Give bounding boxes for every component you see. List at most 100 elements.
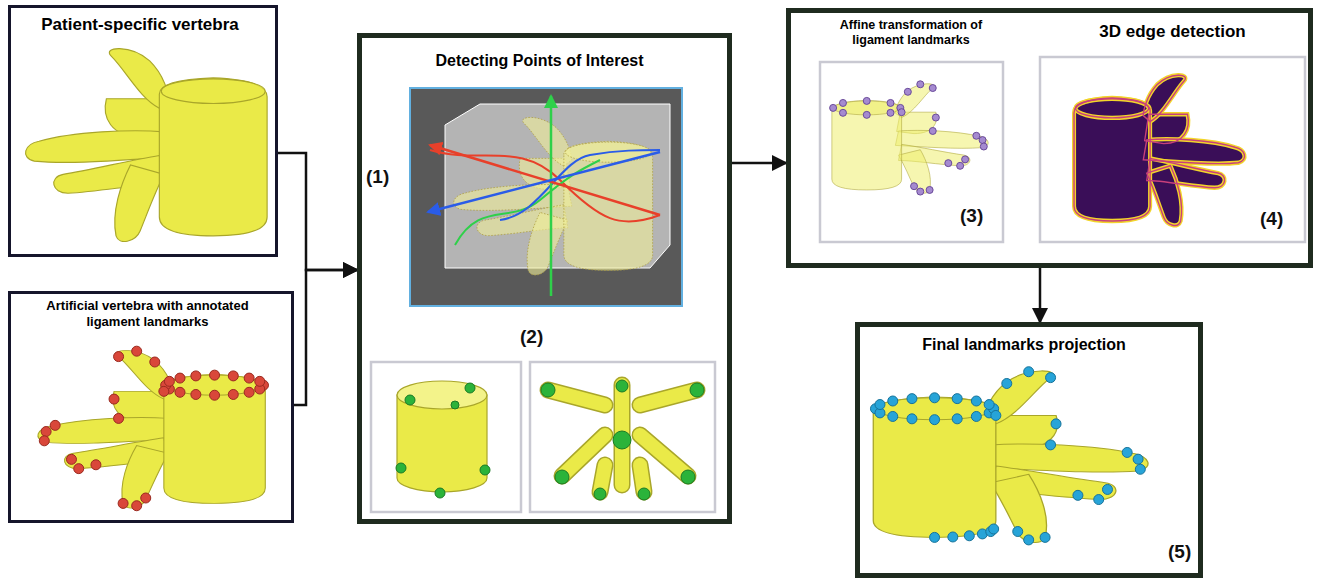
illustration-part: [614, 385, 631, 485]
landmark-dot: [980, 143, 987, 150]
flow-arrow: [732, 162, 786, 165]
flow-arrow: [294, 270, 357, 405]
panel-box: Final landmarks projection: [855, 322, 1203, 578]
landmark-dot: [255, 376, 265, 386]
illustration-part: [435, 488, 445, 498]
callout-number: (4): [1260, 208, 1283, 230]
landmark-dot: [952, 394, 962, 404]
landmark-dot: [930, 415, 940, 425]
landmark-dot: [973, 132, 980, 139]
illustration-part: [405, 395, 415, 405]
illustration-part: [548, 390, 605, 405]
illustration-part: [541, 383, 555, 397]
illustration-part: [640, 390, 697, 405]
landmark-dot: [952, 414, 962, 424]
landmark-dot: [930, 532, 940, 542]
landmark-dot: [1046, 373, 1056, 383]
landmark-dot: [1040, 532, 1050, 542]
landmark-dot: [118, 498, 128, 508]
illustration-part: [396, 463, 406, 473]
image-panel: [820, 62, 1003, 242]
landmark-dot: [971, 396, 981, 406]
flow-arrow: [1039, 268, 1042, 322]
landmark-dot: [109, 394, 119, 404]
landmark-dot: [114, 352, 124, 362]
landmark-dot: [887, 109, 894, 116]
landmark-dot: [964, 531, 974, 541]
vertebra-final: [873, 371, 1148, 543]
landmark-dot: [228, 389, 238, 399]
landmark-dot: [150, 357, 160, 367]
landmark-dot: [66, 454, 76, 464]
landmark-dot: [1024, 367, 1034, 377]
illustration-part: [1074, 75, 1245, 225]
axis-arrow: [430, 145, 660, 215]
landmark-dot: [50, 420, 60, 430]
box-title: Final landmarks projection: [855, 335, 1193, 354]
landmark-dot: [159, 386, 169, 396]
landmark-dot: [141, 493, 151, 503]
illustration-part: [638, 488, 650, 500]
landmark-dot: [1013, 527, 1023, 537]
landmark-dot: [907, 394, 917, 404]
landmark-dot: [191, 389, 201, 399]
landmark-dot: [164, 376, 174, 386]
landmark-dot: [930, 393, 940, 403]
landmark-dot: [971, 411, 981, 421]
landmark-dot: [839, 109, 846, 116]
landmark-dot: [911, 183, 918, 190]
vertebra-wireframe: [454, 117, 653, 275]
landmark-dot: [926, 186, 933, 193]
landmark-dot: [898, 109, 905, 116]
callout-number: (1): [366, 166, 389, 188]
illustration-part: [465, 383, 475, 393]
landmark-dot: [1051, 419, 1061, 429]
landmark-dot: [1094, 495, 1104, 505]
box-title: Artificial vertebra with annotated ligam…: [38, 298, 257, 331]
panel-box: Artificial vertebra with annotated ligam…: [8, 291, 294, 523]
landmark-dot: [1073, 490, 1083, 500]
landmark-dot: [1002, 379, 1012, 389]
landmark-dot: [917, 188, 924, 195]
illustration-part: [548, 390, 605, 405]
box-title: Patient-specific vertebra: [8, 15, 272, 35]
landmark-dot: [887, 99, 894, 106]
landmark-dot: [863, 97, 870, 104]
landmark-dot: [830, 104, 837, 111]
landmark-dot: [228, 371, 238, 381]
landmark-dot: [175, 373, 185, 383]
landmark-dot: [210, 370, 220, 380]
landmark-dot: [839, 99, 846, 106]
landmark-dot: [989, 524, 999, 534]
landmark-dot: [1046, 440, 1056, 450]
landmark-dot: [888, 396, 898, 406]
landmark-dot: [1135, 464, 1145, 474]
landmark-set: [870, 367, 1145, 545]
landmark-dot: [39, 436, 49, 446]
landmark-dot: [945, 160, 952, 167]
landmark-dot: [907, 414, 917, 424]
landmark-dot: [875, 400, 885, 410]
posterior-elements: [548, 385, 697, 492]
landmark-dot: [888, 411, 898, 421]
landmark-dot: [984, 400, 994, 410]
landmark-dot: [979, 137, 986, 144]
landmark-dot: [917, 81, 924, 88]
illustration-part: [555, 470, 569, 484]
landmark-dot: [191, 371, 201, 381]
landmark-dot: [91, 460, 101, 470]
axis-curve: [500, 150, 660, 220]
illustration-part: [480, 465, 490, 475]
panel-box: Affine transformation of ligament landma…: [786, 8, 1313, 268]
landmark-dot: [1133, 454, 1143, 464]
illustration-part: [613, 431, 631, 449]
box-title: Detecting Points of Interest: [357, 51, 722, 70]
landmark-dot: [991, 410, 1001, 420]
axis-arrow: [428, 152, 660, 212]
illustration-part: [681, 470, 695, 484]
landmark-dot: [74, 464, 84, 474]
landmark-dot: [948, 532, 958, 542]
landmark-dot: [962, 156, 969, 163]
